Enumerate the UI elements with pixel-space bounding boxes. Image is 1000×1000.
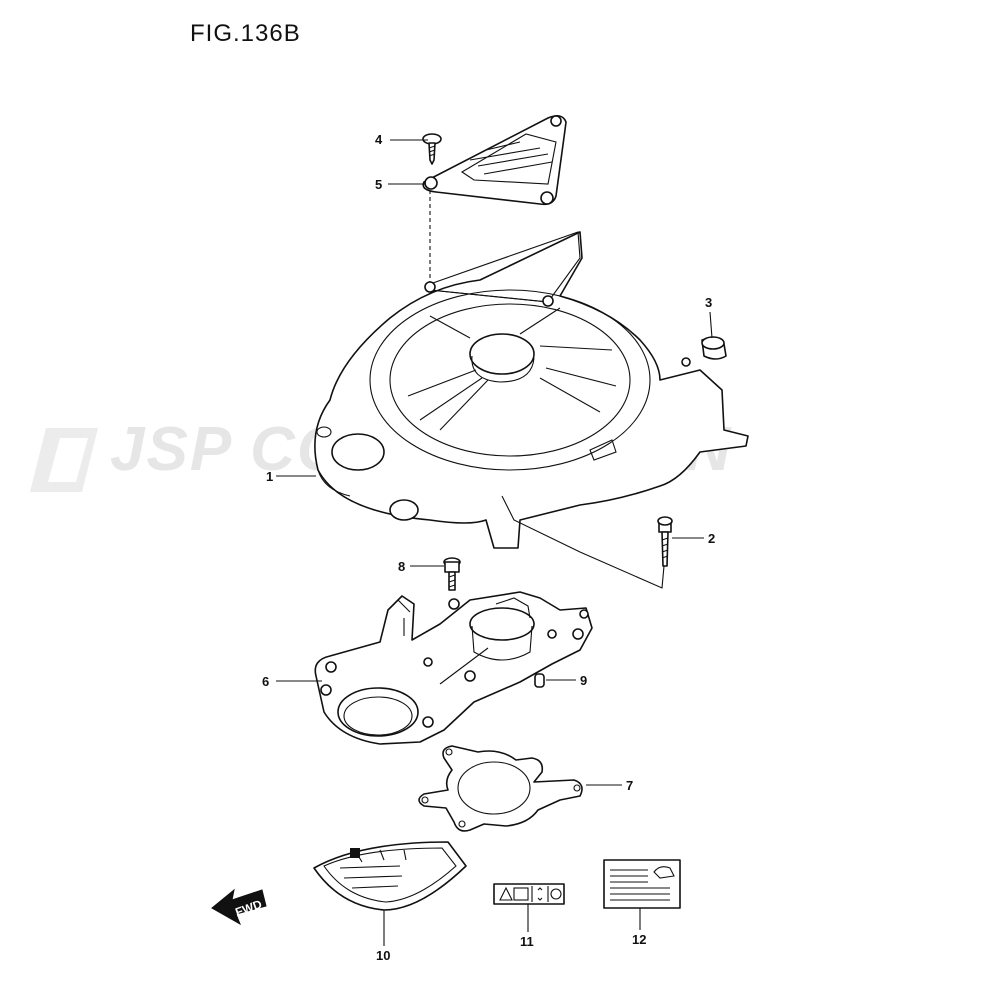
callout-1: 1 xyxy=(266,469,273,484)
part-8-bolt xyxy=(443,557,461,591)
leader-lines xyxy=(276,139,713,946)
callout-3: 3 xyxy=(705,295,712,310)
part-5-screen-plate xyxy=(422,114,567,206)
callout-4: 4 xyxy=(375,132,383,147)
part-6-base-plate xyxy=(314,591,593,745)
figure-title: FIG.136B xyxy=(190,20,301,47)
callout-5: 5 xyxy=(375,177,382,192)
part-12-oil-label xyxy=(603,859,681,909)
callout-12: 12 xyxy=(632,932,646,947)
callout-8: 8 xyxy=(398,559,405,574)
part-2-bolt xyxy=(657,516,673,567)
part-3-grommet xyxy=(701,336,727,360)
callout-10: 10 xyxy=(376,948,390,963)
callout-9: 9 xyxy=(580,673,587,688)
part-10-label xyxy=(313,841,467,911)
part-1-flywheel-cover xyxy=(314,231,749,549)
callout-6: 6 xyxy=(262,674,269,689)
callout-2: 2 xyxy=(708,531,715,546)
callout-11: 11 xyxy=(520,934,534,949)
part-4-screw xyxy=(422,133,442,165)
callout-7: 7 xyxy=(626,778,633,793)
part-7-gasket xyxy=(418,745,583,832)
fwd-arrow: FWD xyxy=(211,888,267,926)
callouts: 1 2 3 4 5 6 7 8 9 10 11 12 xyxy=(262,132,715,963)
part-9-pin xyxy=(534,673,545,688)
part-11-warning-label xyxy=(493,883,565,905)
